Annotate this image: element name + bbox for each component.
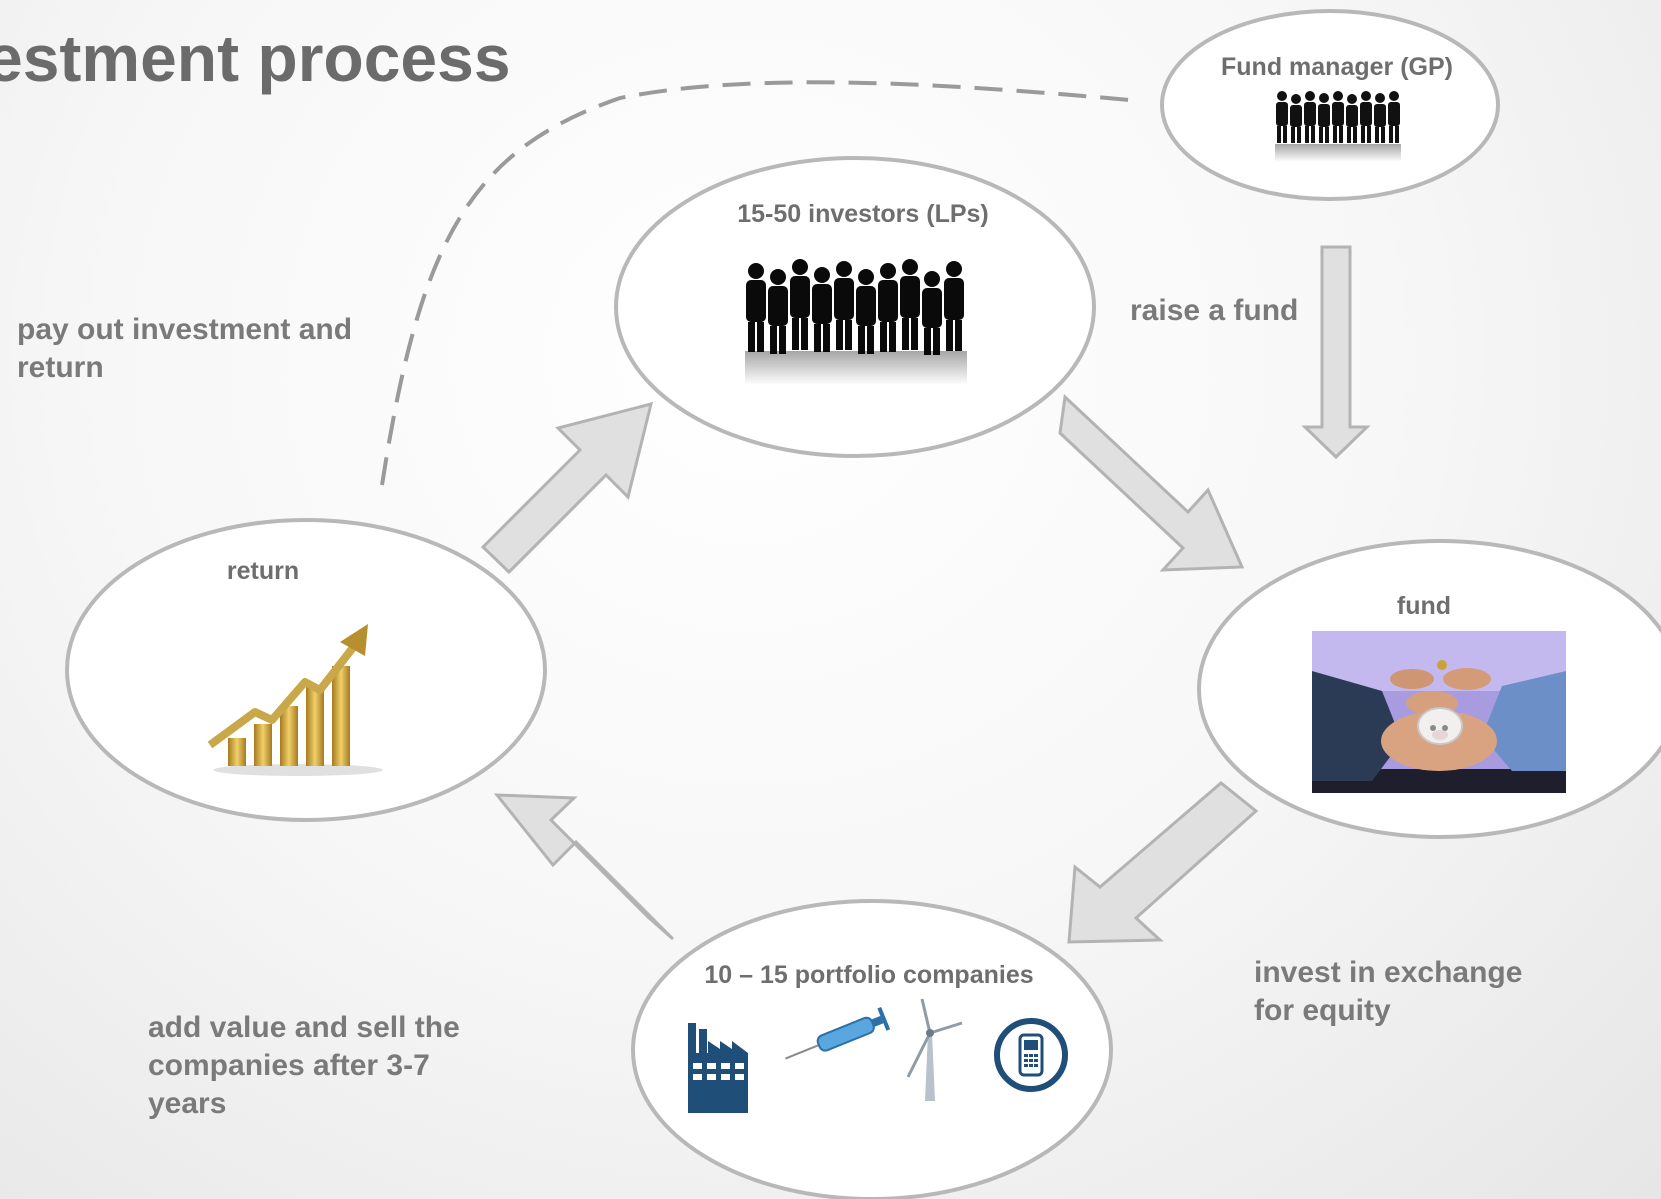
invest-line-2: for equity xyxy=(1254,994,1391,1027)
people-silhouette-icon xyxy=(1275,91,1401,162)
payout-line-1: pay out investment and xyxy=(17,313,353,346)
wind-turbine-icon xyxy=(906,998,963,1101)
arrow-return-to-investors xyxy=(480,401,654,575)
fund-label: fund xyxy=(1396,592,1452,620)
invest-label: invest in exchange for equity xyxy=(1254,954,1522,1030)
payout-dashed-path xyxy=(380,80,1131,486)
return-ellipse xyxy=(65,518,547,822)
payout-label: pay out investment and return xyxy=(17,311,352,387)
people-silhouette-icon xyxy=(745,259,967,385)
payout-line-2: return xyxy=(17,351,104,384)
add-value-label: add value and sell the companies after 3… xyxy=(148,1009,460,1123)
investors-label: 15-50 investors (LPs) xyxy=(737,200,989,228)
raise-fund-label: raise a fund xyxy=(1130,292,1298,330)
raise-fund-text: raise a fund xyxy=(1130,294,1299,327)
arrow-investors-to-fund xyxy=(1058,393,1245,572)
invest-line-1: invest in exchange xyxy=(1254,956,1523,989)
fund-manager-label: Fund manager (GP) xyxy=(1221,53,1453,81)
arrow-gp-raise-fund xyxy=(1301,245,1371,460)
page-title: estment process xyxy=(0,21,511,95)
arrow-fund-to-portfolio xyxy=(1067,781,1259,944)
investors-ellipse xyxy=(614,156,1096,458)
factory-icon xyxy=(688,1023,748,1113)
mobile-phone-icon xyxy=(994,1018,1068,1092)
portfolio-ellipse xyxy=(631,899,1113,1199)
return-label: return xyxy=(226,557,300,585)
coin-growth-chart-icon xyxy=(207,624,383,776)
piggy-bank-hands-icon xyxy=(1312,631,1566,793)
fund-manager-ellipse xyxy=(1160,9,1500,201)
add-value-line-3: years xyxy=(148,1087,227,1120)
add-value-line-2: companies after 3-7 xyxy=(148,1049,430,1082)
arrow-portfolio-to-return xyxy=(493,793,675,941)
add-value-line-1: add value and sell the xyxy=(148,1011,460,1044)
syringe-icon xyxy=(785,1006,891,1060)
portfolio-label: 10 – 15 portfolio companies xyxy=(704,961,1034,989)
